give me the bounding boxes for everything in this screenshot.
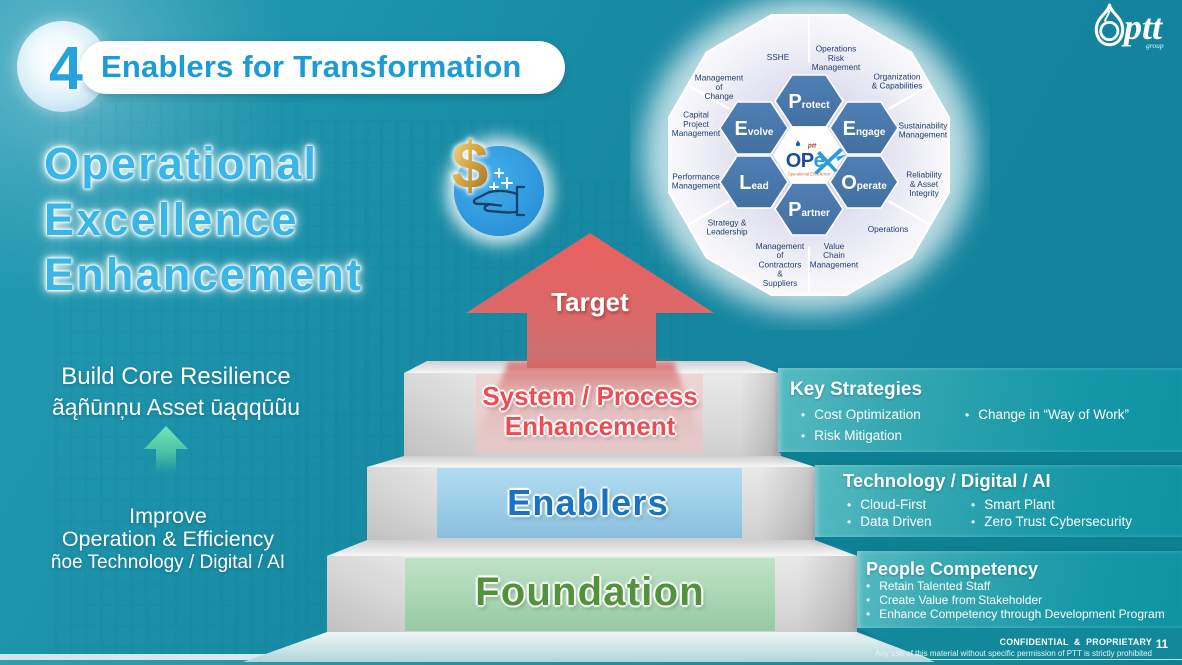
svg-text:Engage: Engage — [843, 118, 886, 140]
svg-text:Organization& Capabilities: Organization& Capabilities — [872, 71, 923, 90]
svg-text:SSHE: SSHE — [767, 52, 790, 62]
svg-text:$: $ — [452, 128, 489, 202]
svg-text:Operate: Operate — [841, 172, 887, 194]
svg-text:ptt: ptt — [807, 143, 817, 150]
svg-text:Evolve: Evolve — [735, 118, 774, 140]
svg-text:OPe: OPe — [786, 150, 825, 172]
svg-text:Operational Excellence: Operational Excellence — [787, 172, 831, 177]
svg-text:Operations: Operations — [868, 224, 909, 234]
svg-text:$: $ — [452, 128, 489, 202]
svg-text:Strategy &Leadership: Strategy &Leadership — [706, 217, 747, 236]
svg-text:ptt: ptt — [1121, 7, 1163, 47]
svg-text:Partner: Partner — [788, 199, 830, 221]
svg-text:Protect: Protect — [788, 91, 830, 113]
svg-text:Lead: Lead — [739, 172, 768, 194]
svg-text:group: group — [1146, 41, 1164, 50]
